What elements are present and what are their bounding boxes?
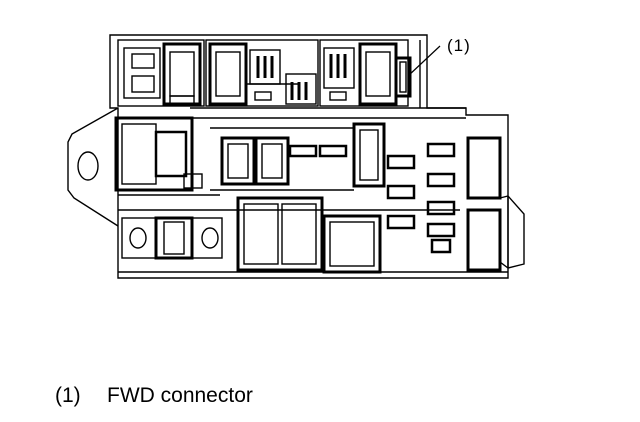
mounting-bracket <box>67 107 119 227</box>
right-large-fuses <box>466 136 525 272</box>
lower-relays <box>236 196 382 274</box>
top-connector-1 <box>117 39 205 107</box>
relay-right-center <box>352 122 386 188</box>
legend-text: FWD connector <box>107 384 253 407</box>
legend-number: (1) <box>55 384 81 407</box>
callout-leader <box>407 45 441 77</box>
mini-fuses-col-1 <box>386 154 416 230</box>
top-connector-2 <box>205 39 319 107</box>
legend: (1) FWD connector <box>55 384 253 408</box>
center-fuses <box>210 127 354 191</box>
callout-label-1: (1) <box>447 36 471 55</box>
mini-fuses-col-2 <box>426 142 456 254</box>
fwd-connector <box>394 56 412 98</box>
lower-left-connector <box>121 216 223 260</box>
relay-upper-left <box>114 116 203 192</box>
